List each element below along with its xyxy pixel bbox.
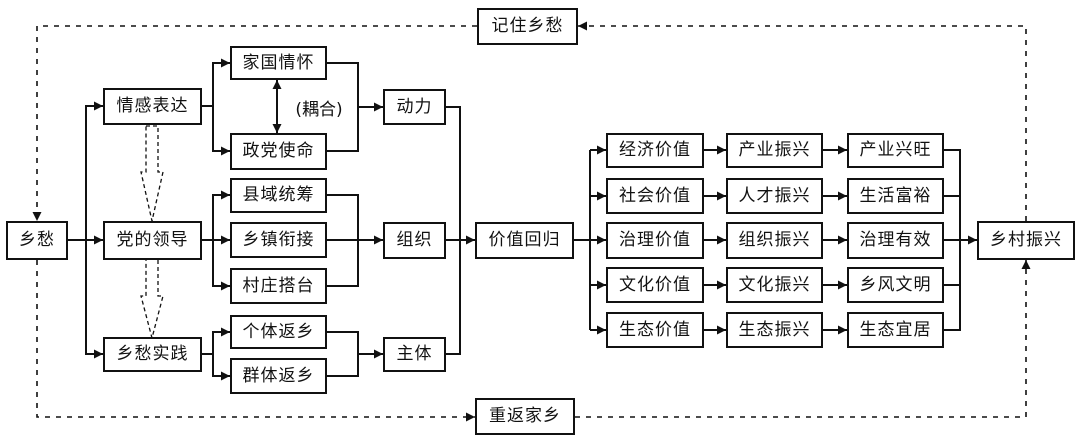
node-rencai-zhenxing: 人才振兴 bbox=[726, 178, 823, 214]
loop-bottom-right bbox=[575, 260, 1031, 418]
node-zuzhi-zhenxing: 组织振兴 bbox=[726, 222, 823, 259]
node-shengtai-yiju: 生态宜居 bbox=[847, 312, 944, 348]
edge-geti-zhuti bbox=[327, 331, 359, 377]
edge-dangde-xianyu bbox=[202, 190, 230, 241]
node-xiangcun-zhenxing: 乡村振兴 bbox=[977, 221, 1075, 260]
node-zuzhi: 组织 bbox=[383, 222, 446, 259]
edge-shijian-geti bbox=[202, 327, 230, 355]
edge-xiangchou-shijian bbox=[85, 240, 103, 359]
edge-dongli-jiazhi bbox=[446, 106, 461, 355]
edge-xiangchou-qinggan bbox=[68, 101, 103, 241]
edge-dangde-cunzhuang bbox=[212, 240, 230, 291]
node-zhili-jiazhi: 治理价值 bbox=[606, 222, 704, 259]
edge-qinggan-zhengdang bbox=[212, 106, 230, 156]
node-xiangfeng-wenming: 乡风文明 bbox=[847, 267, 944, 303]
hollow-arrow-dangde-shijian bbox=[140, 257, 164, 341]
node-shenghuo-fuyu: 生活富裕 bbox=[847, 178, 944, 214]
node-qunti-fanxiang: 群体返乡 bbox=[230, 358, 327, 394]
node-wenhua-zhenxing: 文化振兴 bbox=[726, 267, 823, 303]
node-xiangchou-shijian: 乡愁实践 bbox=[103, 337, 202, 372]
loop-top-left bbox=[32, 25, 477, 221]
node-dangde-lingdao: 党的领导 bbox=[103, 221, 202, 260]
node-xiangzhen-xianjie: 乡镇衔接 bbox=[230, 222, 327, 258]
node-chanye-zhenxing: 产业振兴 bbox=[726, 133, 823, 168]
node-zhili-youxiao: 治理有效 bbox=[847, 222, 944, 259]
node-shehui-jiazhi: 社会价值 bbox=[606, 178, 704, 214]
node-jingji-jiazhi: 经济价值 bbox=[606, 133, 704, 168]
node-jiazhi-huigui: 价值回归 bbox=[475, 222, 574, 259]
node-chanye-xingwang: 产业兴旺 bbox=[847, 133, 944, 168]
node-xiangchou: 乡愁 bbox=[6, 221, 68, 260]
node-xianyu-tongchou: 县域统筹 bbox=[230, 178, 327, 213]
node-jizhu-xiangchou: 记住乡愁 bbox=[477, 8, 578, 45]
node-wenhua-jiazhi: 文化价值 bbox=[606, 267, 704, 303]
hollow-arrow-qinggan-dangde bbox=[140, 125, 164, 222]
node-shengtai-zhenxing: 生态振兴 bbox=[726, 312, 823, 348]
node-cunzhuang-datai: 村庄搭台 bbox=[230, 268, 327, 304]
node-jiaguo-qinghuai: 家国情怀 bbox=[230, 46, 327, 80]
edge-shijian-qunti bbox=[212, 354, 230, 381]
node-dongli: 动力 bbox=[383, 89, 446, 125]
node-shengtai-jiazhi: 生态价值 bbox=[606, 312, 704, 348]
node-geti-fanxiang: 个体返乡 bbox=[230, 315, 327, 349]
node-qinggan-biaoda: 情感表达 bbox=[103, 88, 202, 125]
loop-bottom-left bbox=[36, 260, 475, 422]
node-zhuti: 主体 bbox=[383, 337, 446, 372]
node-zhengdang-shiming: 政党使命 bbox=[230, 133, 327, 170]
edge-qinggan-jiaguo bbox=[202, 58, 230, 107]
node-chongfan-jiaxiang: 重返家乡 bbox=[475, 398, 575, 435]
label-coupling: (耦合) bbox=[286, 92, 352, 122]
